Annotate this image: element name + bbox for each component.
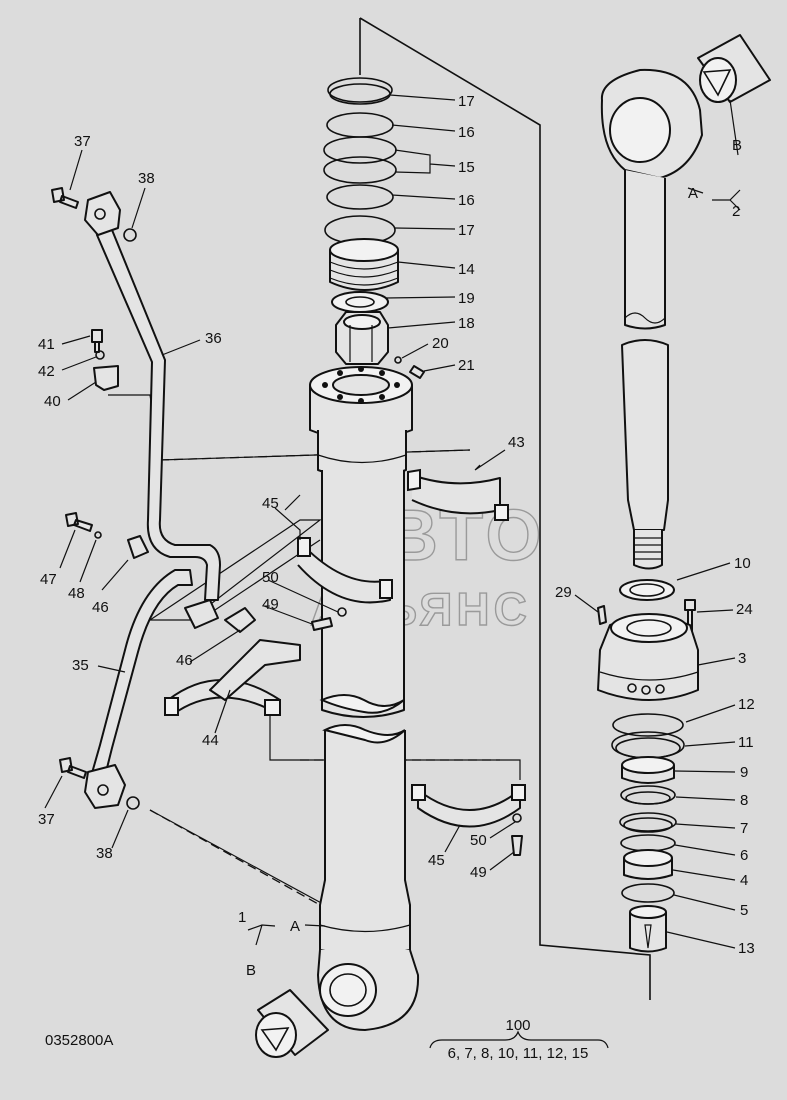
callout-18: 18: [458, 315, 475, 332]
callout-13: 13: [738, 940, 755, 957]
clamp-46-upper: [127, 535, 149, 559]
wiper-10: [619, 579, 675, 601]
callout-1: 1: [238, 909, 246, 926]
callout-45-upper: 45: [262, 495, 279, 512]
washer-50-lower: [512, 813, 522, 823]
seal-stack: [323, 77, 425, 379]
gland-assembly: [597, 579, 699, 953]
callout-19: 19: [458, 290, 475, 307]
callout-42: 42: [38, 363, 55, 380]
pipe-35: [89, 569, 193, 781]
ring-16-top: [326, 112, 394, 138]
pipe-36-flange: [84, 191, 121, 236]
callout-17-top: 17: [458, 93, 475, 110]
callout-10: 10: [734, 555, 751, 572]
ring-7: [619, 812, 677, 832]
callout-24: 24: [736, 601, 753, 618]
drawing-code: 0352800A: [45, 1032, 113, 1049]
ring-15-b: [323, 156, 397, 184]
leader-lines: [44, 94, 741, 1049]
callout-16-bottom: 16: [458, 192, 475, 209]
ring-12: [612, 713, 684, 737]
callout-46-upper: 46: [92, 599, 109, 616]
callout-41: 41: [38, 336, 55, 353]
oring-38-top: [123, 228, 137, 242]
callout-2-a: A: [688, 185, 698, 202]
bolt-41: [91, 329, 103, 353]
ball-20: [394, 356, 402, 364]
cylinder-tube-assembly: [255, 366, 420, 1058]
callout-17-bottom: 17: [458, 222, 475, 239]
pipes: [51, 187, 221, 810]
callout-50-upper: 50: [262, 569, 279, 586]
washer-42: [95, 350, 105, 360]
kit-number: 100: [505, 1017, 530, 1034]
callout-1-b: B: [246, 962, 256, 979]
clamp-45-lower: [417, 789, 521, 828]
bolt-37-top: [51, 187, 79, 209]
callout-2-b: B: [732, 137, 742, 154]
callout-48: 48: [68, 585, 85, 602]
callout-46-lower: 46: [176, 652, 193, 669]
pipe-35-flange: [84, 764, 126, 809]
callout-49-lower: 49: [470, 864, 487, 881]
callout-36: 36: [205, 330, 222, 347]
ring-17-top: [327, 77, 393, 103]
ring-5: [621, 883, 675, 903]
callout-7: 7: [740, 820, 748, 837]
callout-8: 8: [740, 792, 748, 809]
kit-callout: 100 6, 7, 8, 10, 11, 12, 15: [448, 1017, 589, 1062]
callout-50-lower: 50: [470, 832, 487, 849]
nipple-29: [597, 605, 607, 625]
callout-29: 29: [555, 584, 572, 601]
bolt-49-upper: [311, 617, 333, 631]
washer-48: [94, 531, 102, 539]
set-screw-21: [409, 365, 425, 379]
clamp-40: [93, 365, 119, 391]
callout-14: 14: [458, 261, 475, 278]
callout-45-lower: 45: [428, 852, 445, 869]
callout-44: 44: [202, 732, 219, 749]
ring-6: [620, 834, 676, 852]
callout-9: 9: [740, 764, 748, 781]
bolt-47: [65, 512, 93, 532]
callout-15: 15: [458, 159, 475, 176]
callout-43: 43: [508, 434, 525, 451]
cushion-13: [629, 912, 667, 953]
callout-12: 12: [738, 696, 755, 713]
callout-37-bottom: 37: [38, 811, 55, 828]
callout-49-upper: 49: [262, 596, 279, 613]
callout-16-top: 16: [458, 124, 475, 141]
pipe-36: [94, 219, 221, 601]
callout-5: 5: [740, 902, 748, 919]
ring-15-a: [323, 136, 397, 164]
callout-2: 2: [732, 203, 740, 220]
callout-35: 35: [72, 657, 89, 674]
clamp-46-lower: [224, 607, 256, 633]
callout-labels: 17 16 15 16 17 14 19 18 20 21 37 38 36 4…: [38, 93, 755, 979]
kit-contents: 6, 7, 8, 10, 11, 12, 15: [448, 1045, 589, 1062]
callout-4: 4: [740, 872, 748, 889]
callout-6: 6: [740, 847, 748, 864]
callout-37-top: 37: [74, 133, 91, 150]
callout-38-bottom: 38: [96, 845, 113, 862]
clamps: [127, 468, 526, 856]
clamp-43: [411, 474, 501, 515]
callout-38-top: 38: [138, 170, 155, 187]
callout-1-a: A: [290, 918, 300, 935]
ring-16-bottom: [326, 184, 394, 210]
callout-21: 21: [458, 357, 475, 374]
callout-40: 40: [44, 393, 61, 410]
callout-47: 47: [40, 571, 57, 588]
piston-rod: [600, 34, 771, 570]
bolt-49-lower: [511, 835, 523, 856]
callout-11: 11: [738, 734, 754, 751]
bolt-37-bottom: [59, 757, 87, 779]
oring-38-bottom: [126, 796, 140, 810]
callout-3: 3: [738, 650, 746, 667]
washer-19: [331, 291, 389, 313]
callout-20: 20: [432, 335, 449, 352]
